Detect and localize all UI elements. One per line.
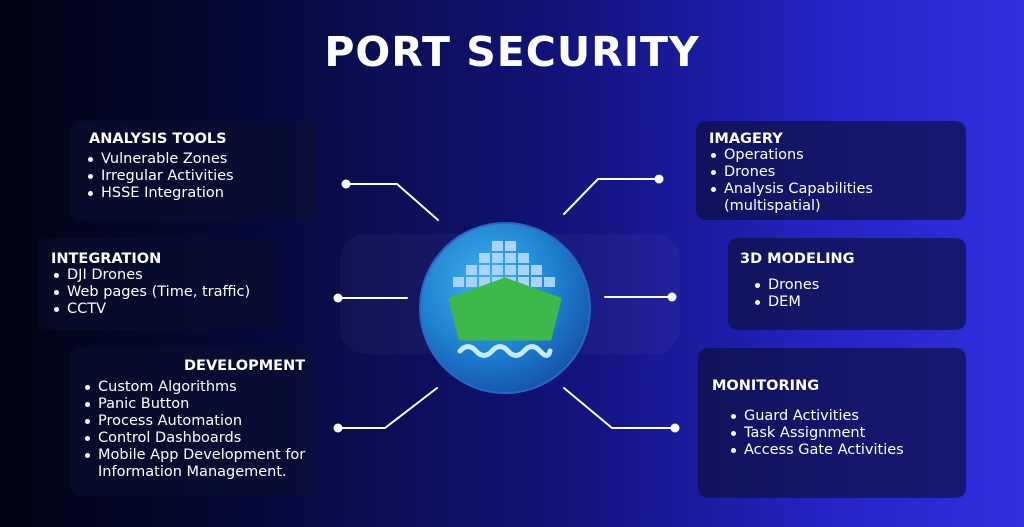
list-item: Irregular Activities [85,168,234,185]
connector-dot [654,174,664,184]
imagery-list: Operations Drones Analysis Capabilities [708,147,873,198]
integration-title: INTEGRATION [51,251,162,267]
imagery-card [696,121,966,220]
connector-dot [670,423,680,433]
analysis-tools-list: Vulnerable Zones Irregular Activities HS… [85,151,234,202]
analysis-tools-title: ANALYSIS TOOLS [89,131,227,147]
development-title: DEVELOPMENT [184,358,306,374]
list-item: Mobile App Development for [82,447,305,464]
development-list: Custom Algorithms Panic Button Process A… [82,379,305,464]
integration-list: DJI Drones Web pages (Time, traffic) CCT… [51,267,250,318]
list-item: Drones [708,164,873,181]
connector-development [337,387,438,429]
3d-modeling-title: 3D MODELING [740,251,855,267]
monitoring-card [698,348,966,498]
list-item: Drones [752,277,819,294]
connector-dot [667,292,677,302]
list-item: Panic Button [82,396,305,413]
connector-imagery [563,178,660,215]
imagery-item-continuation: (multispatial) [724,198,821,214]
list-item: Access Gate Activities [728,442,904,459]
list-item: Control Dashboards [82,430,305,447]
list-item: Web pages (Time, traffic) [51,284,250,301]
development-item-continuation: Information Management. [98,464,287,480]
list-item: Vulnerable Zones [85,151,234,168]
connector-dot [341,179,351,189]
connector-dot [333,423,343,433]
imagery-title: IMAGERY [709,131,783,147]
development-card [70,348,314,496]
list-item: Task Assignment [728,425,904,442]
analysis-tools-card [70,121,316,220]
list-item: CCTV [51,301,250,318]
connector-dot [333,293,343,303]
connector-analysis-tools [345,183,439,221]
list-item: Analysis Capabilities [708,181,873,198]
list-item: HSSE Integration [85,185,234,202]
3d-modeling-card [728,238,966,330]
integration-card [38,238,280,330]
list-item: Process Automation [82,413,305,430]
list-item: DEM [752,294,819,311]
monitoring-title: MONITORING [712,378,820,394]
3d-modeling-list: Drones DEM [752,277,819,311]
container-ship-icon [419,222,591,394]
list-item: Custom Algorithms [82,379,305,396]
list-item: DJI Drones [51,267,250,284]
page-title: PORT SECURITY [324,28,700,76]
monitoring-list: Guard Activities Task Assignment Access … [728,408,904,459]
list-item: Operations [708,147,873,164]
connector-monitoring [563,387,676,429]
list-item: Guard Activities [728,408,904,425]
